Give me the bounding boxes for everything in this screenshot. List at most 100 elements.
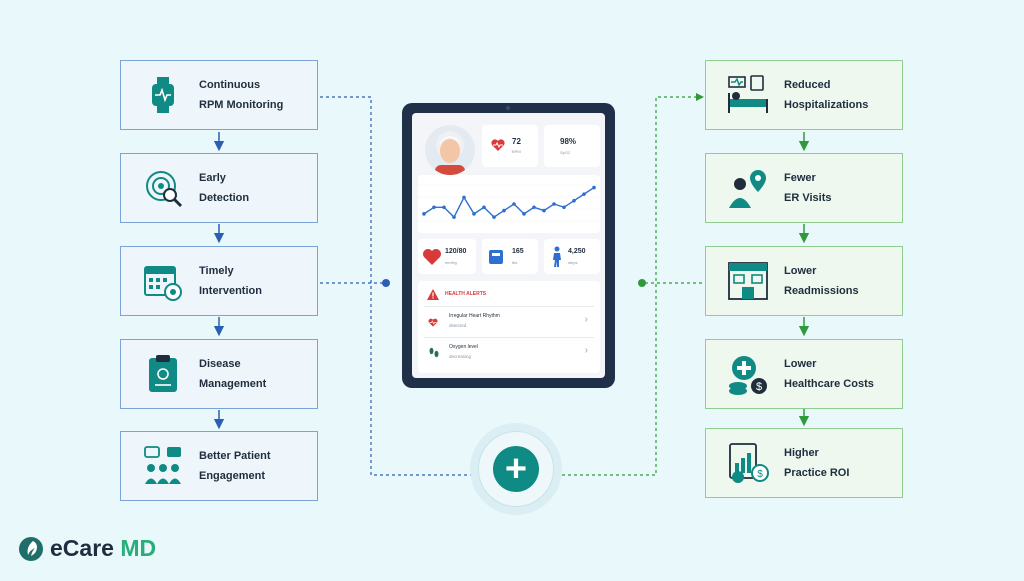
- trend-point: [502, 208, 506, 213]
- trend-point: [522, 212, 526, 216]
- step-label-line1: Better Patient: [199, 450, 271, 462]
- step-label-line2: ER Visits: [784, 192, 832, 204]
- chart-gridlines: [418, 184, 600, 222]
- bpm-value: 72: [512, 137, 521, 146]
- leaf-drop-icon: [19, 536, 43, 561]
- walking-person-icon: [553, 246, 561, 267]
- right-dashed-connectors: [562, 96, 705, 476]
- trend-chart-svg: [418, 184, 600, 222]
- patient-chat-icon: [144, 446, 181, 484]
- step-label-line2: Practice ROI: [784, 467, 850, 479]
- heart-icon: [491, 139, 505, 151]
- trend-point: [432, 205, 436, 210]
- step-label-line2: Detection: [199, 192, 250, 204]
- trend-point: [562, 205, 566, 210]
- tablet-device: 72 BPM 98% SpO2 120/80 mmHg 165 lbs: [402, 103, 615, 388]
- clipboard-medical-icon: [149, 355, 177, 392]
- step-label-line2: Engagement: [199, 470, 266, 482]
- trend-point: [492, 215, 496, 219]
- trend-point: [552, 202, 556, 206]
- weight-value: 165: [512, 248, 524, 255]
- vitals-trend-chart: [418, 175, 600, 233]
- trend-point: [512, 202, 516, 206]
- footprints-icon: [429, 347, 439, 358]
- alert-status: detected: [449, 323, 467, 328]
- chevron-right-icon: ›: [584, 345, 588, 356]
- brand-name-part2: MD: [120, 535, 157, 561]
- svg-text:$: $: [756, 381, 762, 393]
- step-label-line2: Intervention: [199, 285, 262, 297]
- ecare-md-logo: eCare MD: [18, 535, 156, 562]
- step-label-line2: RPM Monitoring: [199, 99, 284, 111]
- hospital-building-icon: [728, 262, 768, 300]
- trend-point: [452, 215, 456, 219]
- alert-item-oxygen-level[interactable]: Oxygen level decreasing ›: [418, 339, 600, 367]
- trend-line: [423, 186, 595, 219]
- trend-point: [442, 205, 446, 210]
- trend-point: [542, 208, 546, 213]
- step-label-line2: Healthcare Costs: [784, 378, 874, 390]
- alert-status: decreasing: [449, 354, 472, 359]
- weight-unit: lbs: [512, 260, 518, 265]
- step-label-line1: Timely: [199, 265, 234, 277]
- brand-name: eCare MD: [50, 535, 156, 562]
- calendar-clock-icon: [144, 266, 182, 301]
- steps-card: 4,250 steps: [544, 239, 600, 274]
- bp-value: 120/80: [445, 248, 467, 255]
- step-label-line1: Lower: [784, 265, 817, 277]
- trend-point: [472, 212, 476, 216]
- step-label-line1: Continuous: [199, 79, 261, 91]
- warning-icon: [427, 289, 439, 300]
- left-dashed-connectors: [320, 96, 475, 476]
- heart-icon: [423, 249, 441, 265]
- roi-chart-icon: $: [729, 443, 769, 483]
- alert-item-heart-rhythm[interactable]: Irregular Heart Rhythm detected ›: [418, 308, 600, 336]
- brand-name-part1: eCare: [50, 535, 114, 561]
- health-alerts-panel: HEALTH ALERTS Irregular Heart Rhythm det…: [418, 281, 600, 373]
- person-location-icon: [729, 170, 766, 208]
- medical-plus-hub: +: [470, 423, 562, 515]
- alert-title: Oxygen level: [449, 344, 478, 350]
- weight-card: 165 lbs: [482, 239, 538, 274]
- trend-point: [532, 205, 536, 210]
- spo2-value: 98%: [560, 137, 577, 146]
- alerts-divider: [424, 306, 594, 307]
- left-connector-dot: [382, 279, 390, 287]
- step-fewer-er-visits: Fewer ER Visits: [705, 153, 903, 223]
- step-label-line1: Early: [199, 172, 226, 184]
- plus-hub-ring: +: [478, 431, 554, 507]
- steps-unit: steps: [568, 260, 578, 265]
- alert-title: Irregular Heart Rhythm: [449, 313, 500, 319]
- coins-medical-icon: $: [729, 356, 767, 395]
- svg-text:$: $: [757, 469, 763, 480]
- bp-unit: mmHg: [445, 260, 457, 265]
- steps-value: 4,250: [568, 248, 586, 255]
- spo2-unit: SpO2: [560, 150, 571, 155]
- step-label-line1: Disease: [199, 358, 241, 370]
- trend-point: [572, 198, 576, 203]
- camera-dot: [506, 106, 510, 110]
- trend-point: [462, 195, 466, 200]
- trend-point: [592, 185, 596, 190]
- step-label-line2: Readmissions: [784, 285, 859, 297]
- step-label-line1: Reduced: [784, 79, 831, 91]
- bpm-card: 72 BPM: [482, 125, 538, 167]
- plus-icon: +: [493, 446, 539, 492]
- smartwatch-icon: [152, 77, 174, 113]
- heart-pulse-icon: [428, 318, 438, 327]
- step-label-line1: Fewer: [784, 172, 816, 184]
- health-alerts-title: HEALTH ALERTS: [445, 291, 487, 297]
- virus-magnifier-icon: [146, 171, 183, 208]
- step-label-line1: Lower: [784, 358, 817, 370]
- bpm-unit: BPM: [512, 149, 521, 154]
